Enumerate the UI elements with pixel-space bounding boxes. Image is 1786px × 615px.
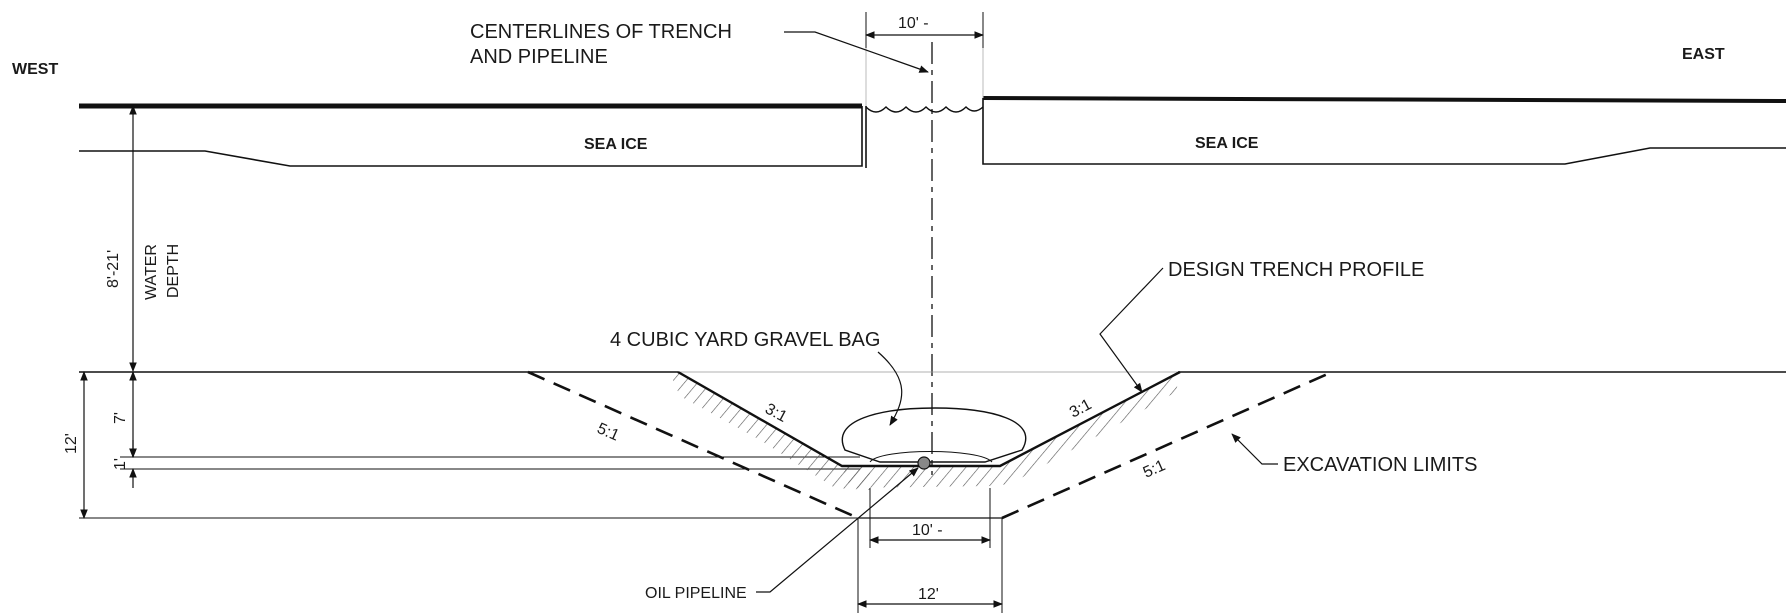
bottom-trench-width-label: 10' - — [912, 522, 943, 539]
east-label: EAST — [1682, 46, 1725, 63]
sea-ice-east-label: SEA ICE — [1195, 135, 1259, 152]
centerlines-label-line1: CENTERLINES OF TRENCH — [470, 21, 732, 43]
design-trench-profile-label: DESIGN TRENCH PROFILE — [1168, 259, 1424, 281]
total-depth-label: 12' — [63, 433, 80, 454]
trench-depth-label: 7' — [112, 412, 129, 424]
trench-hatch-west — [672, 372, 870, 490]
excavation-limits-leader — [1231, 433, 1278, 465]
slope-excavation-west: 5:1 — [594, 420, 621, 445]
centerlines-label-line2: AND PIPELINE — [470, 46, 608, 68]
water-depth-label-line1: WATER — [143, 244, 160, 300]
gravel-bag — [841, 407, 1027, 463]
excavation-limit-east — [1001, 370, 1333, 520]
trench-hatch-east — [990, 372, 1180, 486]
design-trench-profile-leader — [1099, 267, 1164, 393]
slope-excavation-east: 5:1 — [1141, 457, 1168, 482]
sea-ice-west — [79, 103, 867, 168]
water-depth-label-line2: DEPTH — [165, 244, 182, 298]
excavation-bottom-width-label: 12' — [918, 586, 939, 603]
trench-hatch-bottom — [842, 466, 1000, 488]
sea-ice-west-label: SEA ICE — [584, 136, 648, 153]
top-slot-width-label: 10' - — [898, 15, 929, 32]
gravel-bag-inner — [869, 451, 993, 463]
west-label: WEST — [12, 61, 58, 78]
oil-pipeline-leader — [756, 467, 919, 593]
water-depth-value: 8'-21' — [105, 250, 122, 288]
oil-pipeline-label: OIL PIPELINE — [645, 585, 747, 602]
gravel-bag-leader — [877, 351, 903, 426]
excavation-limit-west — [527, 370, 859, 520]
sea-ice-east — [982, 96, 1786, 165]
gravel-bag-label: 4 CUBIC YARD GRAVEL BAG — [610, 329, 880, 351]
pipe-depth-label: 1' — [112, 458, 129, 470]
excavation-limits-label: EXCAVATION LIMITS — [1283, 454, 1477, 476]
oil-pipeline-circle — [917, 456, 931, 470]
centerlines-leader — [784, 31, 929, 73]
water-surface — [865, 106, 984, 113]
